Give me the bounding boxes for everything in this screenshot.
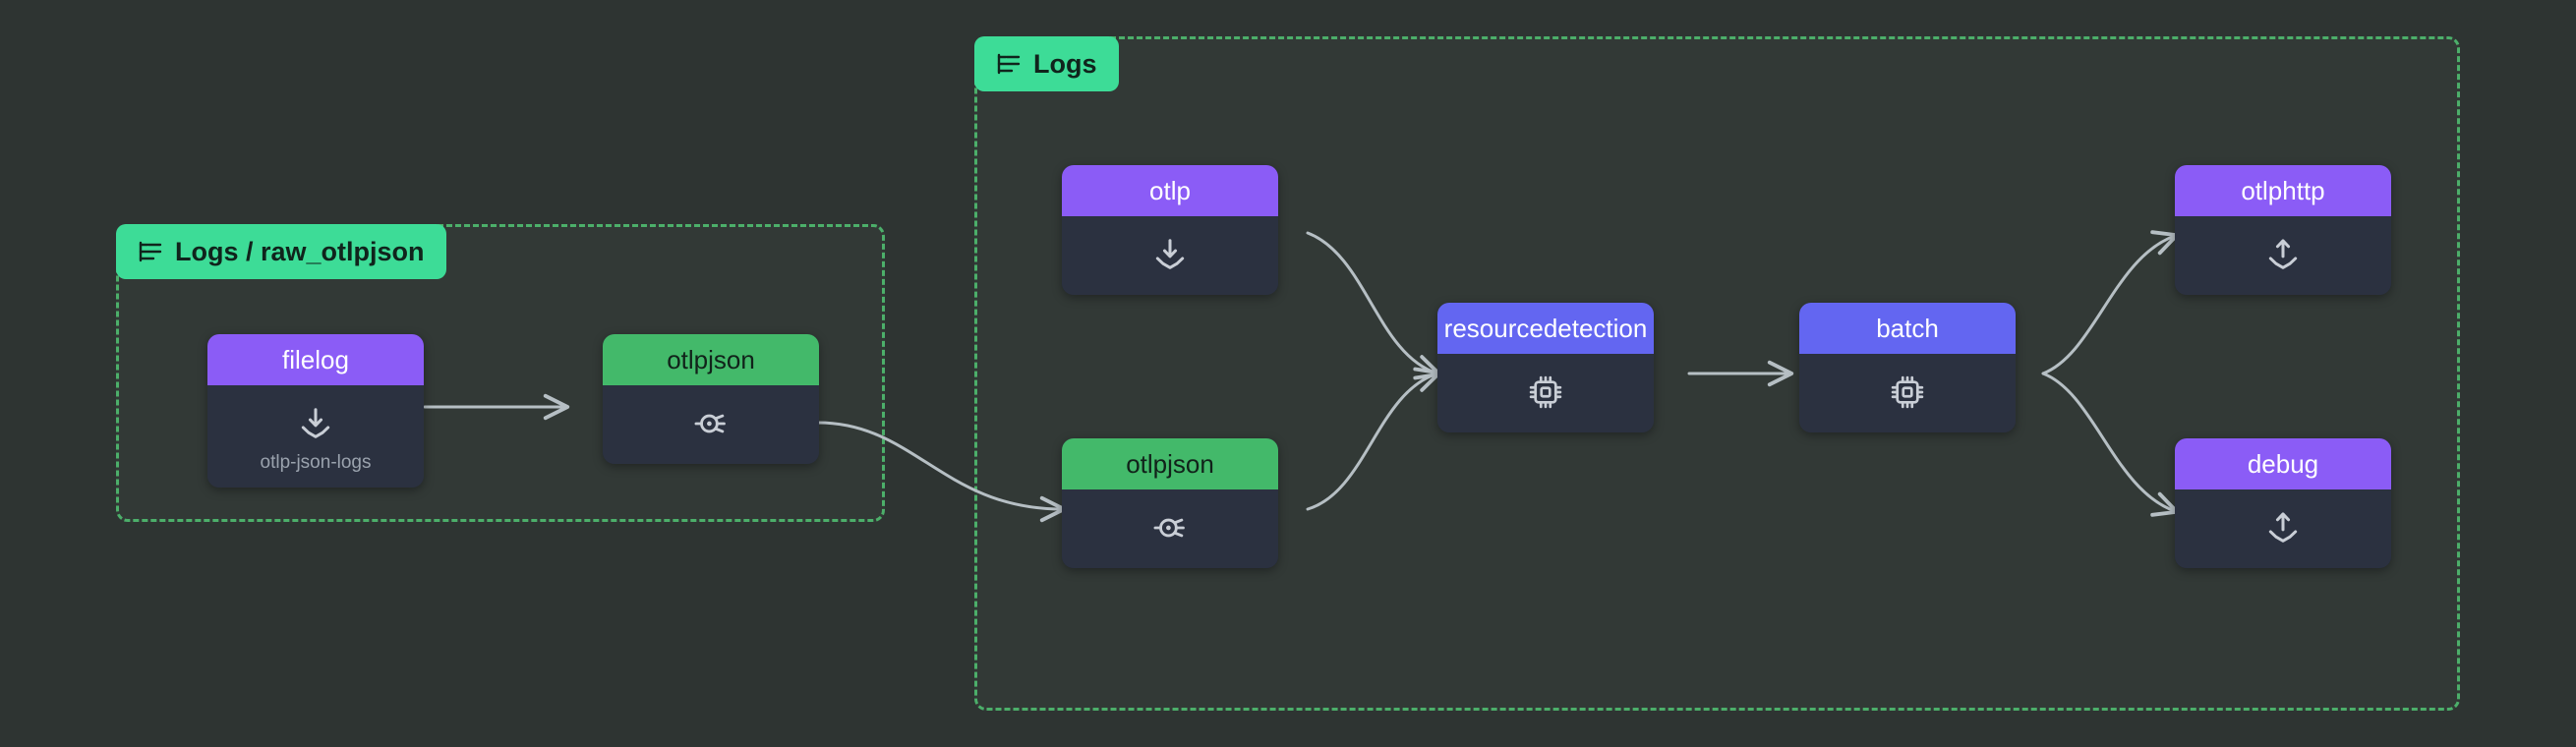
node-debug-header: debug [2175,438,2391,489]
cpu-chip-icon [1527,374,1564,411]
group-badge-logs[interactable]: Logs [974,36,1119,91]
node-batch-body [1799,354,2016,432]
node-otlpjson-raw-label: otlpjson [667,344,755,374]
node-otlpjson-raw[interactable]: otlpjson [603,334,819,464]
exporter-outbox-up-icon [2264,236,2302,273]
node-batch-label: batch [1876,313,1939,343]
connector-plug-icon [692,405,730,442]
node-resourcedetection-body [1437,354,1654,432]
node-batch-header: batch [1799,303,2016,354]
node-otlpjson-logs-header: otlpjson [1062,438,1278,489]
group-badge-raw-otlpjson[interactable]: Logs / raw_otlpjson [116,224,446,279]
node-otlpjson-logs-body [1062,489,1278,568]
group-badge-label: Logs [1033,48,1097,79]
list-tree-icon [138,241,163,262]
node-otlphttp-body [2175,216,2391,295]
node-filelog-body: otlp-json-logs [207,385,424,488]
node-otlp-header: otlp [1062,165,1278,216]
node-otlpjson-raw-body [603,385,819,464]
group-badge-label: Logs / raw_otlpjson [175,236,425,266]
node-otlphttp-header: otlphttp [2175,165,2391,216]
node-debug-label: debug [2247,448,2319,479]
node-otlp[interactable]: otlp [1062,165,1278,295]
node-otlp-label: otlp [1149,175,1191,205]
exporter-outbox-up-icon [2264,509,2302,546]
receiver-inbox-down-icon [297,405,334,442]
node-otlpjson-raw-header: otlpjson [603,334,819,385]
node-resourcedetection[interactable]: resourcedetection [1437,303,1654,432]
node-resourcedetection-header: resourcedetection [1437,303,1654,354]
node-resourcedetection-label: resourcedetection [1443,313,1648,343]
node-filelog-header: filelog [207,334,424,385]
node-otlpjson-logs-label: otlpjson [1126,448,1214,479]
list-tree-icon [996,53,1022,75]
cpu-chip-icon [1889,374,1926,411]
node-otlp-body [1062,216,1278,295]
receiver-inbox-down-icon [1151,236,1189,273]
node-filelog-label: filelog [282,344,349,374]
node-batch[interactable]: batch [1799,303,2016,432]
connector-plug-icon [1151,509,1189,546]
node-otlphttp-label: otlphttp [2241,175,2325,205]
node-otlpjson-logs[interactable]: otlpjson [1062,438,1278,568]
node-filelog[interactable]: filelog otlp-json-logs [207,334,424,488]
group-logs [974,36,2460,711]
node-otlphttp[interactable]: otlphttp [2175,165,2391,295]
node-debug[interactable]: debug [2175,438,2391,568]
node-debug-body [2175,489,2391,568]
node-filelog-subtitle: otlp-json-logs [260,452,372,473]
